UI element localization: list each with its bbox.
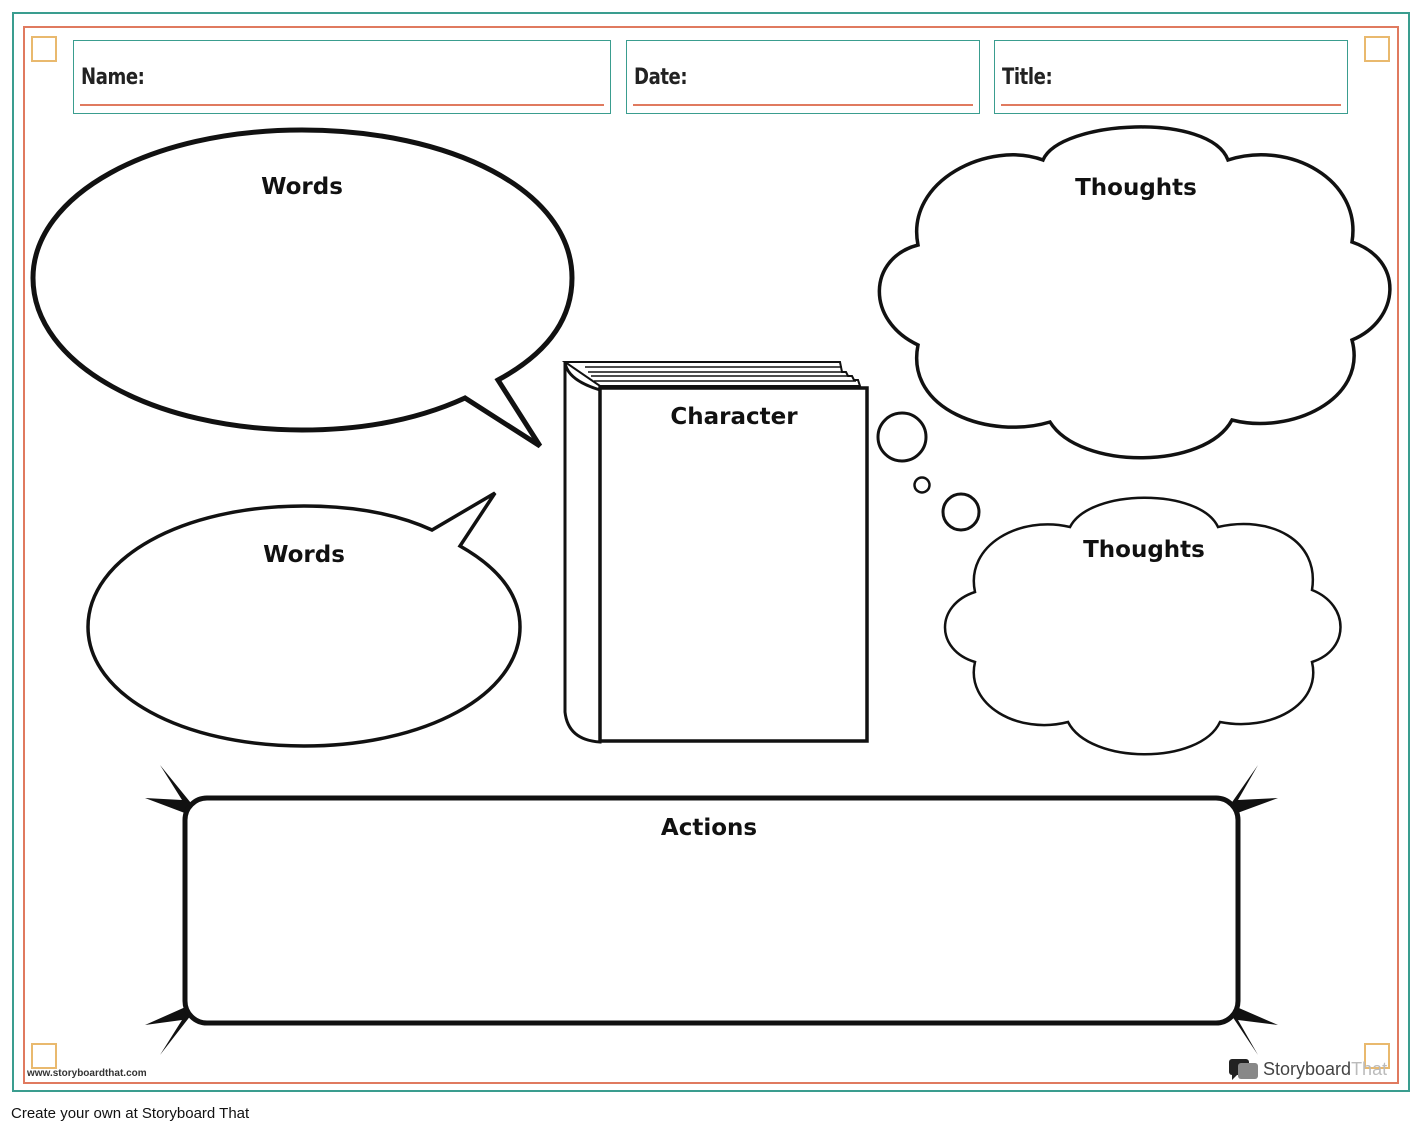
corner-mark-top-left xyxy=(31,36,57,62)
corner-mark-bottom-left xyxy=(31,1043,57,1069)
date-field[interactable]: Date: xyxy=(626,40,980,114)
character-book[interactable]: Character xyxy=(561,361,869,744)
thoughts-top-label: Thoughts xyxy=(1075,175,1197,201)
brand-text-first: Storyboard xyxy=(1263,1058,1352,1079)
thought-cloud-bottom[interactable]: Thoughts xyxy=(943,496,1342,756)
date-label: Date: xyxy=(634,65,688,90)
speech-bubble-bottom[interactable]: Words xyxy=(86,491,522,748)
words-top-label: Words xyxy=(261,174,343,200)
title-label: Title: xyxy=(1002,65,1053,90)
thought-trail-small xyxy=(913,476,931,494)
title-field[interactable]: Title: xyxy=(994,40,1348,114)
corner-mark-top-right xyxy=(1364,36,1390,62)
thought-trail-large xyxy=(876,411,928,463)
outer-frame xyxy=(12,12,1410,1092)
title-underline xyxy=(1001,104,1341,106)
date-underline xyxy=(633,104,973,106)
thought-cloud-top[interactable]: Thoughts xyxy=(877,125,1392,460)
name-label: Name: xyxy=(81,65,145,90)
speech-logo-icon xyxy=(1229,1059,1258,1080)
brand-text-second: That xyxy=(1351,1058,1388,1079)
speech-bubble-top[interactable]: Words xyxy=(30,127,575,449)
words-bottom-label: Words xyxy=(263,542,345,568)
name-field[interactable]: Name: xyxy=(73,40,611,114)
inner-frame xyxy=(23,26,1399,1084)
actions-box[interactable]: Actions xyxy=(145,765,1278,1055)
thoughts-bottom-label: Thoughts xyxy=(1083,537,1205,563)
name-underline xyxy=(80,104,604,106)
footer-text[interactable]: Create your own at Storyboard That xyxy=(11,1105,250,1122)
thought-trail-medium xyxy=(941,492,981,532)
corner-mark-bottom-right xyxy=(1364,1043,1390,1069)
character-label: Character xyxy=(670,404,798,430)
actions-label: Actions xyxy=(661,815,757,841)
watermark-url[interactable]: www.storyboardthat.com xyxy=(27,1068,147,1079)
